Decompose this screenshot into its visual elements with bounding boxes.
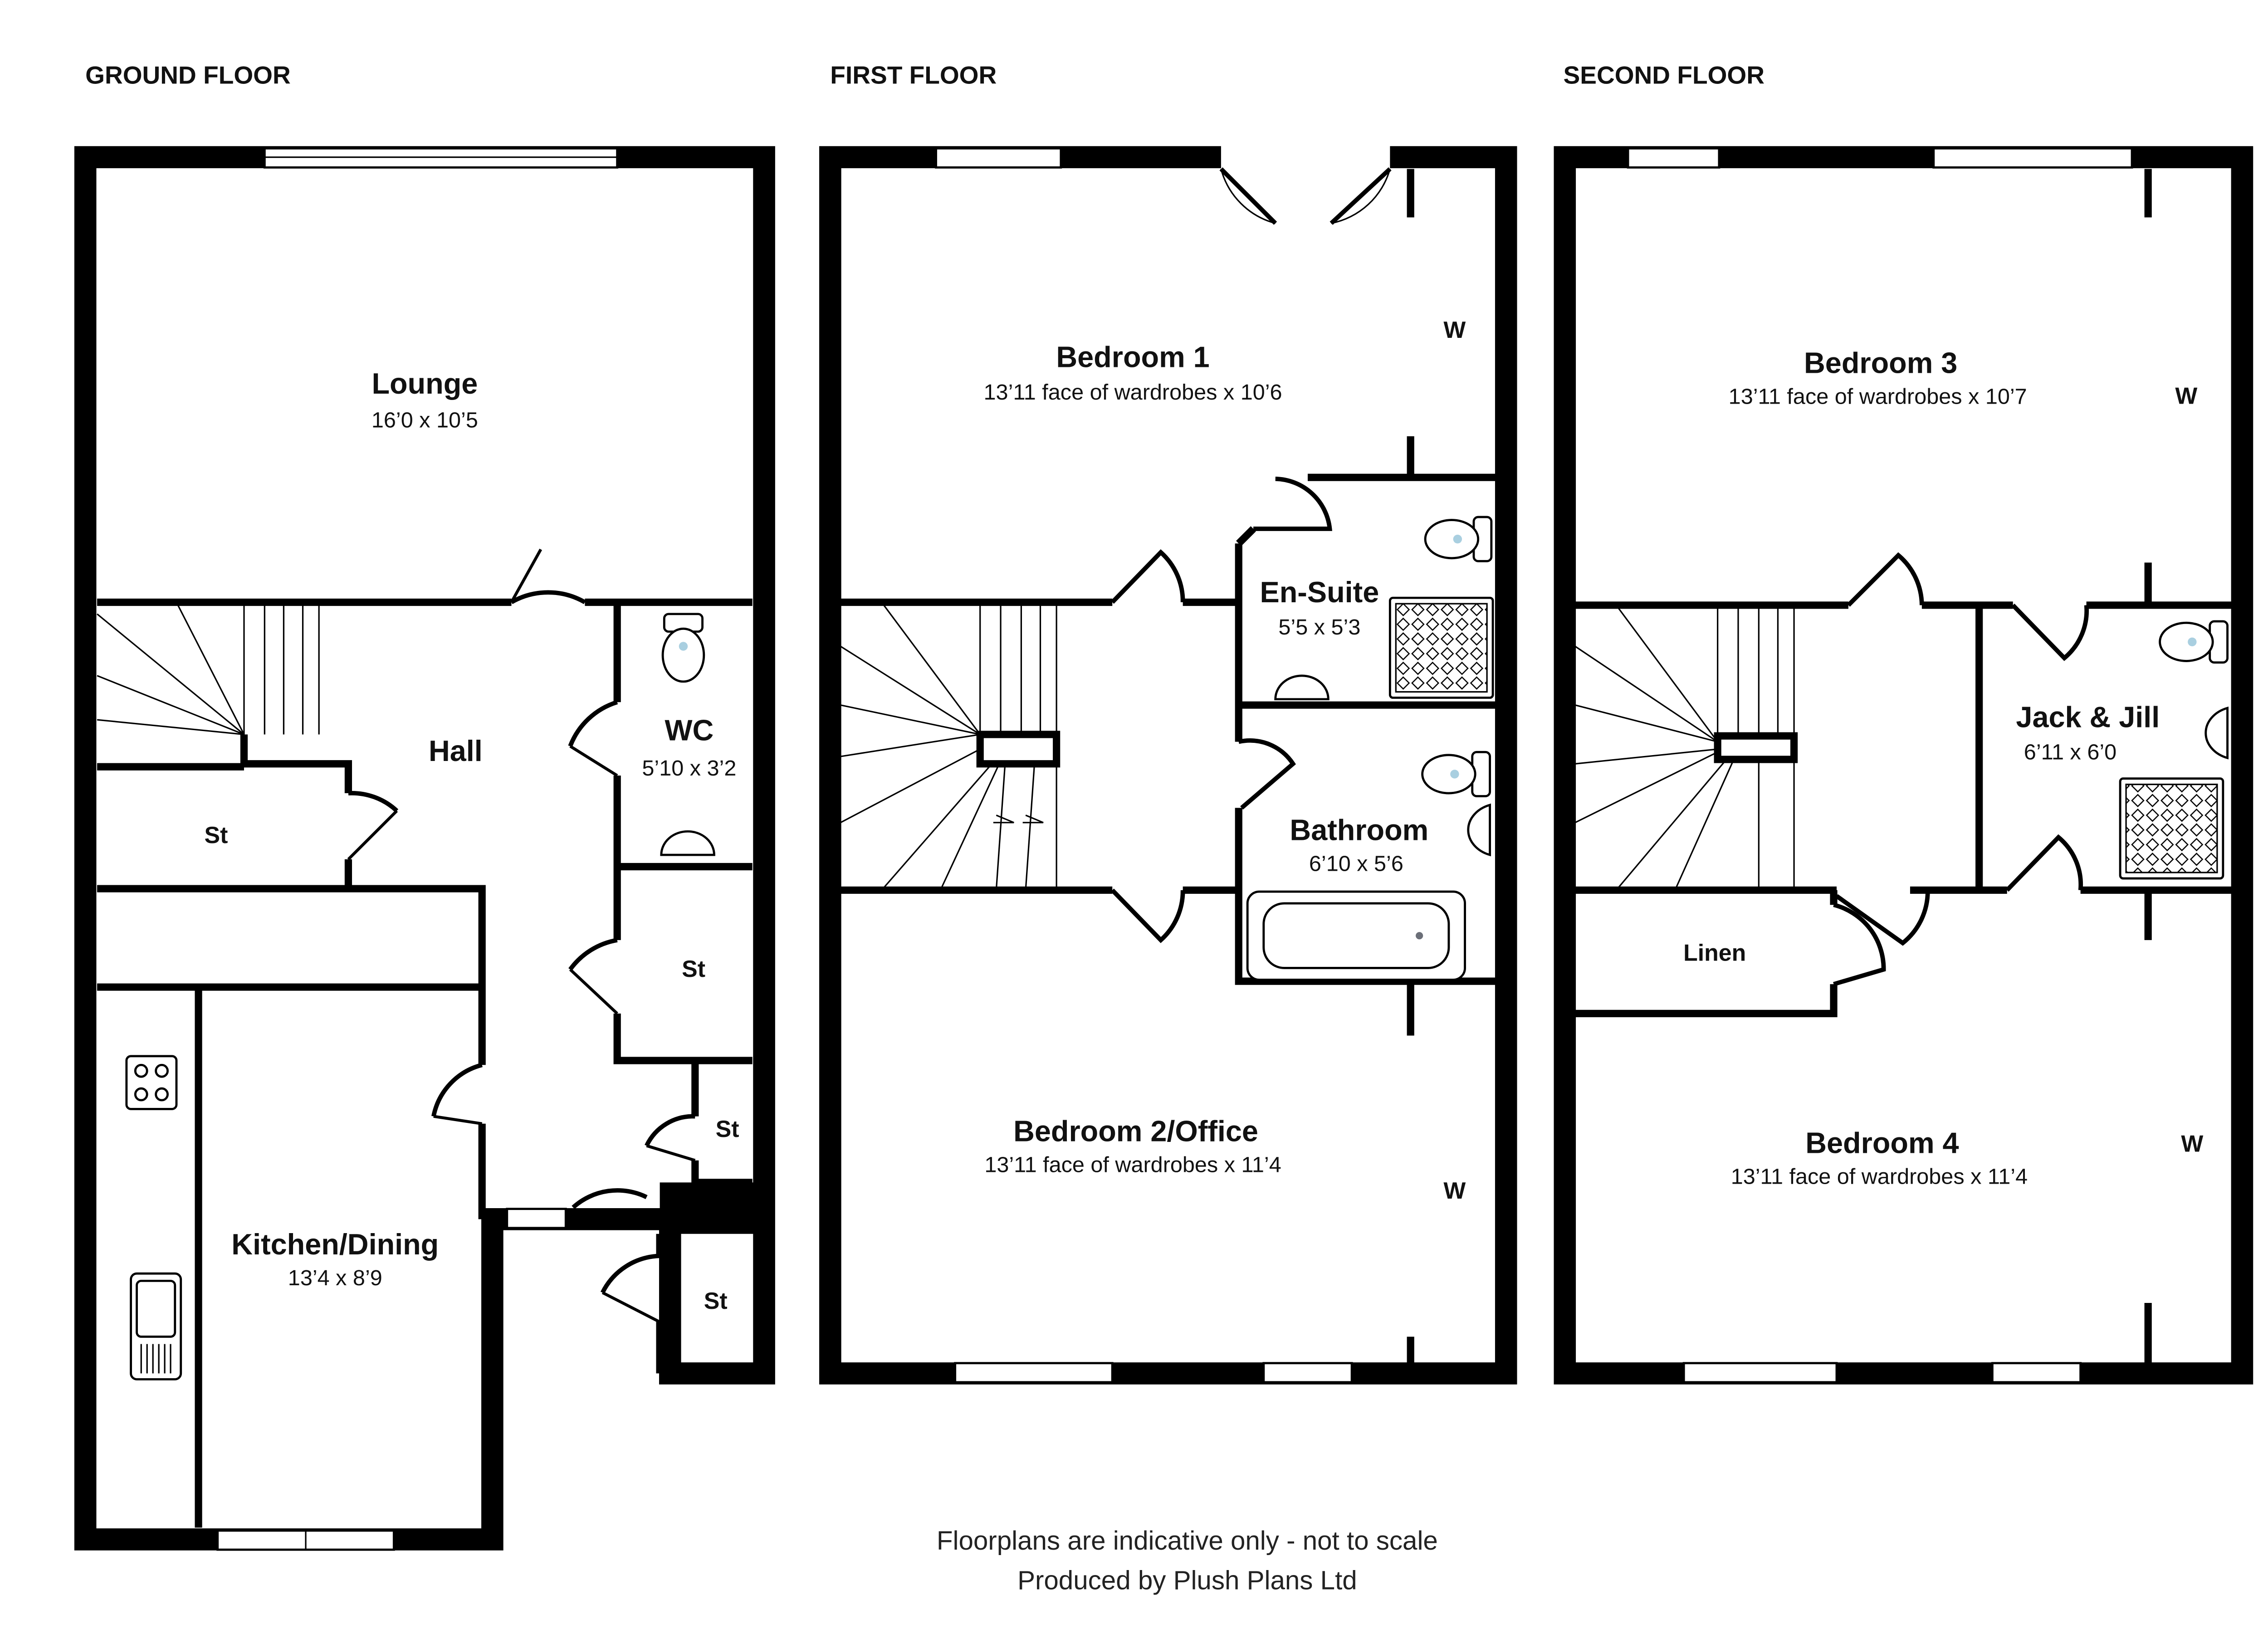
- room-dims-lounge: 16’0 x 10’5: [371, 408, 478, 433]
- room-name-bedroom-2-office: Bedroom 2/Office: [1013, 1115, 1258, 1148]
- window: [1991, 1362, 2082, 1384]
- store-label: St: [704, 1288, 728, 1314]
- store-label: St: [205, 822, 228, 848]
- window: [1932, 147, 2133, 169]
- disclaimer-text: Floorplans are indicative only - not to …: [937, 1526, 1438, 1556]
- room-dims-jack-and-jill: 6’11 x 6’0: [2024, 740, 2116, 765]
- room-dims-bedroom-1: 13’11 face of wardrobes x 10’6: [984, 380, 1282, 405]
- first-floor-plan: FIRST FLOOR: [819, 61, 1517, 1385]
- jack-and-jill-toilet: [2159, 620, 2229, 664]
- doors: [1110, 477, 1332, 943]
- kitchen-sink-icon: [130, 1272, 182, 1380]
- room-name-lounge: Lounge: [371, 367, 478, 400]
- first-floor-heading: FIRST FLOOR: [830, 61, 997, 89]
- window: [1262, 1362, 1353, 1384]
- store-label: St: [716, 1116, 739, 1142]
- room-name-en-suite: En-Suite: [1260, 576, 1379, 609]
- ground-floor-plan: GROUND FLOOR: [74, 61, 775, 1551]
- room-name-jack-and-jill: Jack & Jill: [2016, 700, 2160, 733]
- room-name-hall: Hall: [429, 734, 483, 767]
- jack-and-jill-basin: [2204, 706, 2229, 760]
- store-label: St: [682, 956, 705, 982]
- second-floor-plan: SECOND FLOOR: [1554, 61, 2253, 1385]
- interior-walls: [97, 598, 763, 1528]
- producer-credit: Produced by Plush Plans Ltd: [1017, 1566, 1357, 1595]
- room-dims-bathroom: 6’10 x 5’6: [1309, 852, 1403, 876]
- window: [935, 147, 1062, 169]
- room-dims-en-suite: 5’5 x 5’3: [1278, 615, 1360, 639]
- room-name-wc: WC: [665, 713, 714, 746]
- room-dims-bedroom-2-office: 13’11 face of wardrobes x 11’4: [984, 1153, 1281, 1177]
- room-name-bedroom-1: Bedroom 1: [1056, 341, 1209, 374]
- exterior-wall: [1554, 146, 2253, 1385]
- ensuite-toilet: [1424, 516, 1493, 562]
- doors: [347, 548, 696, 1323]
- wardrobe-label: W: [1443, 1177, 1466, 1204]
- room-name-bathroom: Bathroom: [1290, 814, 1428, 847]
- interior-walls: [1575, 169, 2232, 1363]
- window: [954, 1362, 1114, 1384]
- room-name-bedroom-4: Bedroom 4: [1805, 1127, 1959, 1160]
- jack-and-jill-shower: [2119, 777, 2224, 880]
- bathroom-toilet: [1421, 751, 1491, 797]
- wardrobe-label: W: [1443, 317, 1466, 343]
- exterior-wall: [819, 146, 1517, 1385]
- ensuite-shower: [1388, 596, 1494, 699]
- doors: [1833, 552, 2089, 986]
- wc-toilet: [661, 613, 705, 683]
- french-doors: [1221, 144, 1390, 171]
- ensuite-basin: [1274, 674, 1330, 701]
- room-name-kitchen-dining: Kitchen/Dining: [231, 1228, 439, 1261]
- wc-basin: [660, 830, 715, 856]
- window: [506, 1208, 567, 1229]
- wardrobe-label: W: [2181, 1130, 2203, 1156]
- room-dims-wc: 5’10 x 3’2: [642, 756, 736, 780]
- interior-walls: [840, 169, 1496, 1363]
- staircase: [840, 602, 1057, 891]
- room-dims-bedroom-4: 13’11 face of wardrobes x 11’4: [1731, 1165, 2028, 1189]
- staircase: [97, 602, 320, 736]
- window: [1627, 147, 1721, 169]
- bathroom-basin: [1467, 803, 1491, 857]
- bathtub: [1246, 890, 1466, 981]
- room-name-linen: Linen: [1683, 939, 1746, 966]
- ground-floor-heading: GROUND FLOOR: [85, 61, 291, 89]
- second-floor-heading: SECOND FLOOR: [1564, 61, 1765, 89]
- wardrobe-label: W: [2175, 383, 2197, 409]
- room-dims-kitchen-dining: 13’4 x 8’9: [288, 1266, 382, 1290]
- staircase: [1574, 605, 1795, 891]
- room-name-bedroom-3: Bedroom 3: [1804, 346, 1957, 380]
- room-dims-bedroom-3: 13’11 face of wardrobes x 10’7: [1729, 385, 2027, 409]
- window: [1682, 1362, 1838, 1384]
- hob-icon: [125, 1055, 178, 1110]
